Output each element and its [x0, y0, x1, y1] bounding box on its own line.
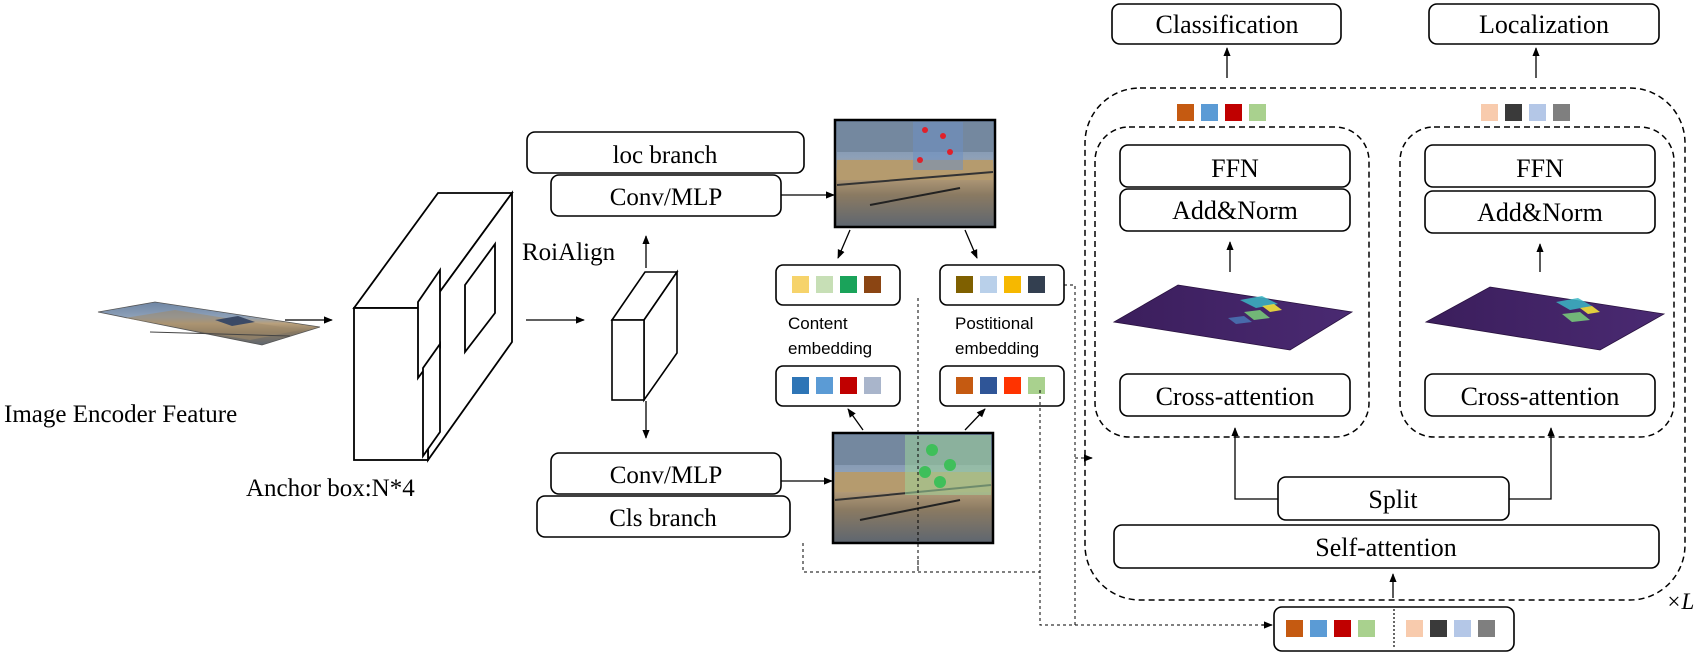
attention-map-right [1424, 286, 1666, 351]
positional-embedding-label-line2: embedding [955, 339, 1039, 358]
image-encoder-feature-label: Image Encoder Feature [4, 401, 237, 428]
token-square [816, 276, 833, 293]
token-square [1529, 104, 1546, 121]
self-attention-label: Self-attention [1315, 533, 1457, 562]
content-embedding-label-line1: Content [788, 314, 848, 333]
add-norm-left-box [1119, 188, 1351, 232]
token-square [1004, 377, 1021, 394]
classification-box [1111, 3, 1342, 45]
content-embedding-bottom-tokens [792, 377, 881, 394]
token-square [1225, 104, 1242, 121]
token-square [792, 276, 809, 293]
token-square [1505, 104, 1522, 121]
image-encoder-feature [97, 301, 321, 346]
positional-embedding-bottom-tokens [956, 377, 1045, 394]
classification-tokens [1177, 104, 1266, 121]
left-head-block [1094, 126, 1370, 438]
right-head-block [1399, 126, 1675, 438]
loc-branch-box [526, 131, 805, 174]
positional-embedding-bottom-box [939, 365, 1065, 407]
token-square [1201, 104, 1218, 121]
conv-mlp-bottom-label: Conv/MLP [610, 462, 723, 489]
content-embedding-top-tokens [792, 276, 881, 293]
cross-attention-left-box [1119, 373, 1351, 417]
loc-prediction-image [833, 118, 997, 229]
ffn-left-label: FFN [1211, 154, 1259, 183]
token-square [980, 377, 997, 394]
cross-attention-right-box [1424, 373, 1656, 417]
ffn-left-box [1119, 144, 1351, 188]
token-square [1249, 104, 1266, 121]
self-attention-box [1113, 524, 1660, 569]
positional-embedding-top-tokens [956, 276, 1045, 293]
routing-lines [802, 284, 1273, 629]
roi-feature-block [610, 269, 679, 403]
localization-label: Localization [1479, 10, 1609, 39]
token-square [1358, 620, 1375, 637]
token-square [1310, 620, 1327, 637]
localization-box [1428, 3, 1660, 45]
cross-attention-left-label: Cross-attention [1156, 382, 1315, 411]
loc-branch-label: loc branch [613, 142, 718, 169]
attention-map-left [1112, 284, 1354, 351]
query-input-left-tokens [1286, 620, 1375, 637]
content-embedding-label-line2: embedding [788, 339, 872, 358]
token-square [864, 377, 881, 394]
cls-prediction-image [831, 431, 995, 545]
roi-align-label: RoiAlign [522, 239, 616, 266]
token-square [1004, 276, 1021, 293]
token-square [1478, 620, 1495, 637]
content-embedding-top-box [775, 264, 901, 306]
cross-attention-right-label: Cross-attention [1461, 382, 1620, 411]
add-norm-left-label: Add&Norm [1172, 196, 1298, 225]
cls-branch-box [536, 495, 791, 538]
query-input-right-tokens [1406, 620, 1495, 637]
token-square [840, 377, 857, 394]
token-square [792, 377, 809, 394]
token-square [956, 377, 973, 394]
content-embedding-bottom-box [775, 365, 901, 407]
token-square [1177, 104, 1194, 121]
token-square [1028, 276, 1045, 293]
token-square [1286, 620, 1303, 637]
token-square [1481, 104, 1498, 121]
ffn-right-box [1424, 144, 1656, 188]
token-square [1430, 620, 1447, 637]
localization-tokens [1481, 104, 1570, 121]
repeat-label: ×L [1666, 589, 1694, 614]
decoder-layer-block [1084, 87, 1686, 601]
split-label: Split [1368, 485, 1418, 514]
token-square [1454, 620, 1471, 637]
add-norm-right-box [1424, 190, 1656, 234]
classification-label: Classification [1156, 10, 1299, 39]
token-square [816, 377, 833, 394]
ffn-right-label: FFN [1516, 154, 1564, 183]
token-square [1334, 620, 1351, 637]
anchor-box-label: Anchor box:N*4 [246, 475, 415, 502]
token-square [840, 276, 857, 293]
token-square [980, 276, 997, 293]
token-square [956, 276, 973, 293]
cls-branch-label: Cls branch [609, 505, 717, 532]
add-norm-right-label: Add&Norm [1477, 198, 1603, 227]
conv-mlp-top-label: Conv/MLP [610, 184, 723, 211]
token-square [1406, 620, 1423, 637]
anchor-box-block [352, 190, 514, 463]
token-square [864, 276, 881, 293]
conv-mlp-bottom-box [550, 452, 782, 495]
token-square [1028, 377, 1045, 394]
token-square [1553, 104, 1570, 121]
positional-embedding-label-line1: Postitional [955, 314, 1033, 333]
